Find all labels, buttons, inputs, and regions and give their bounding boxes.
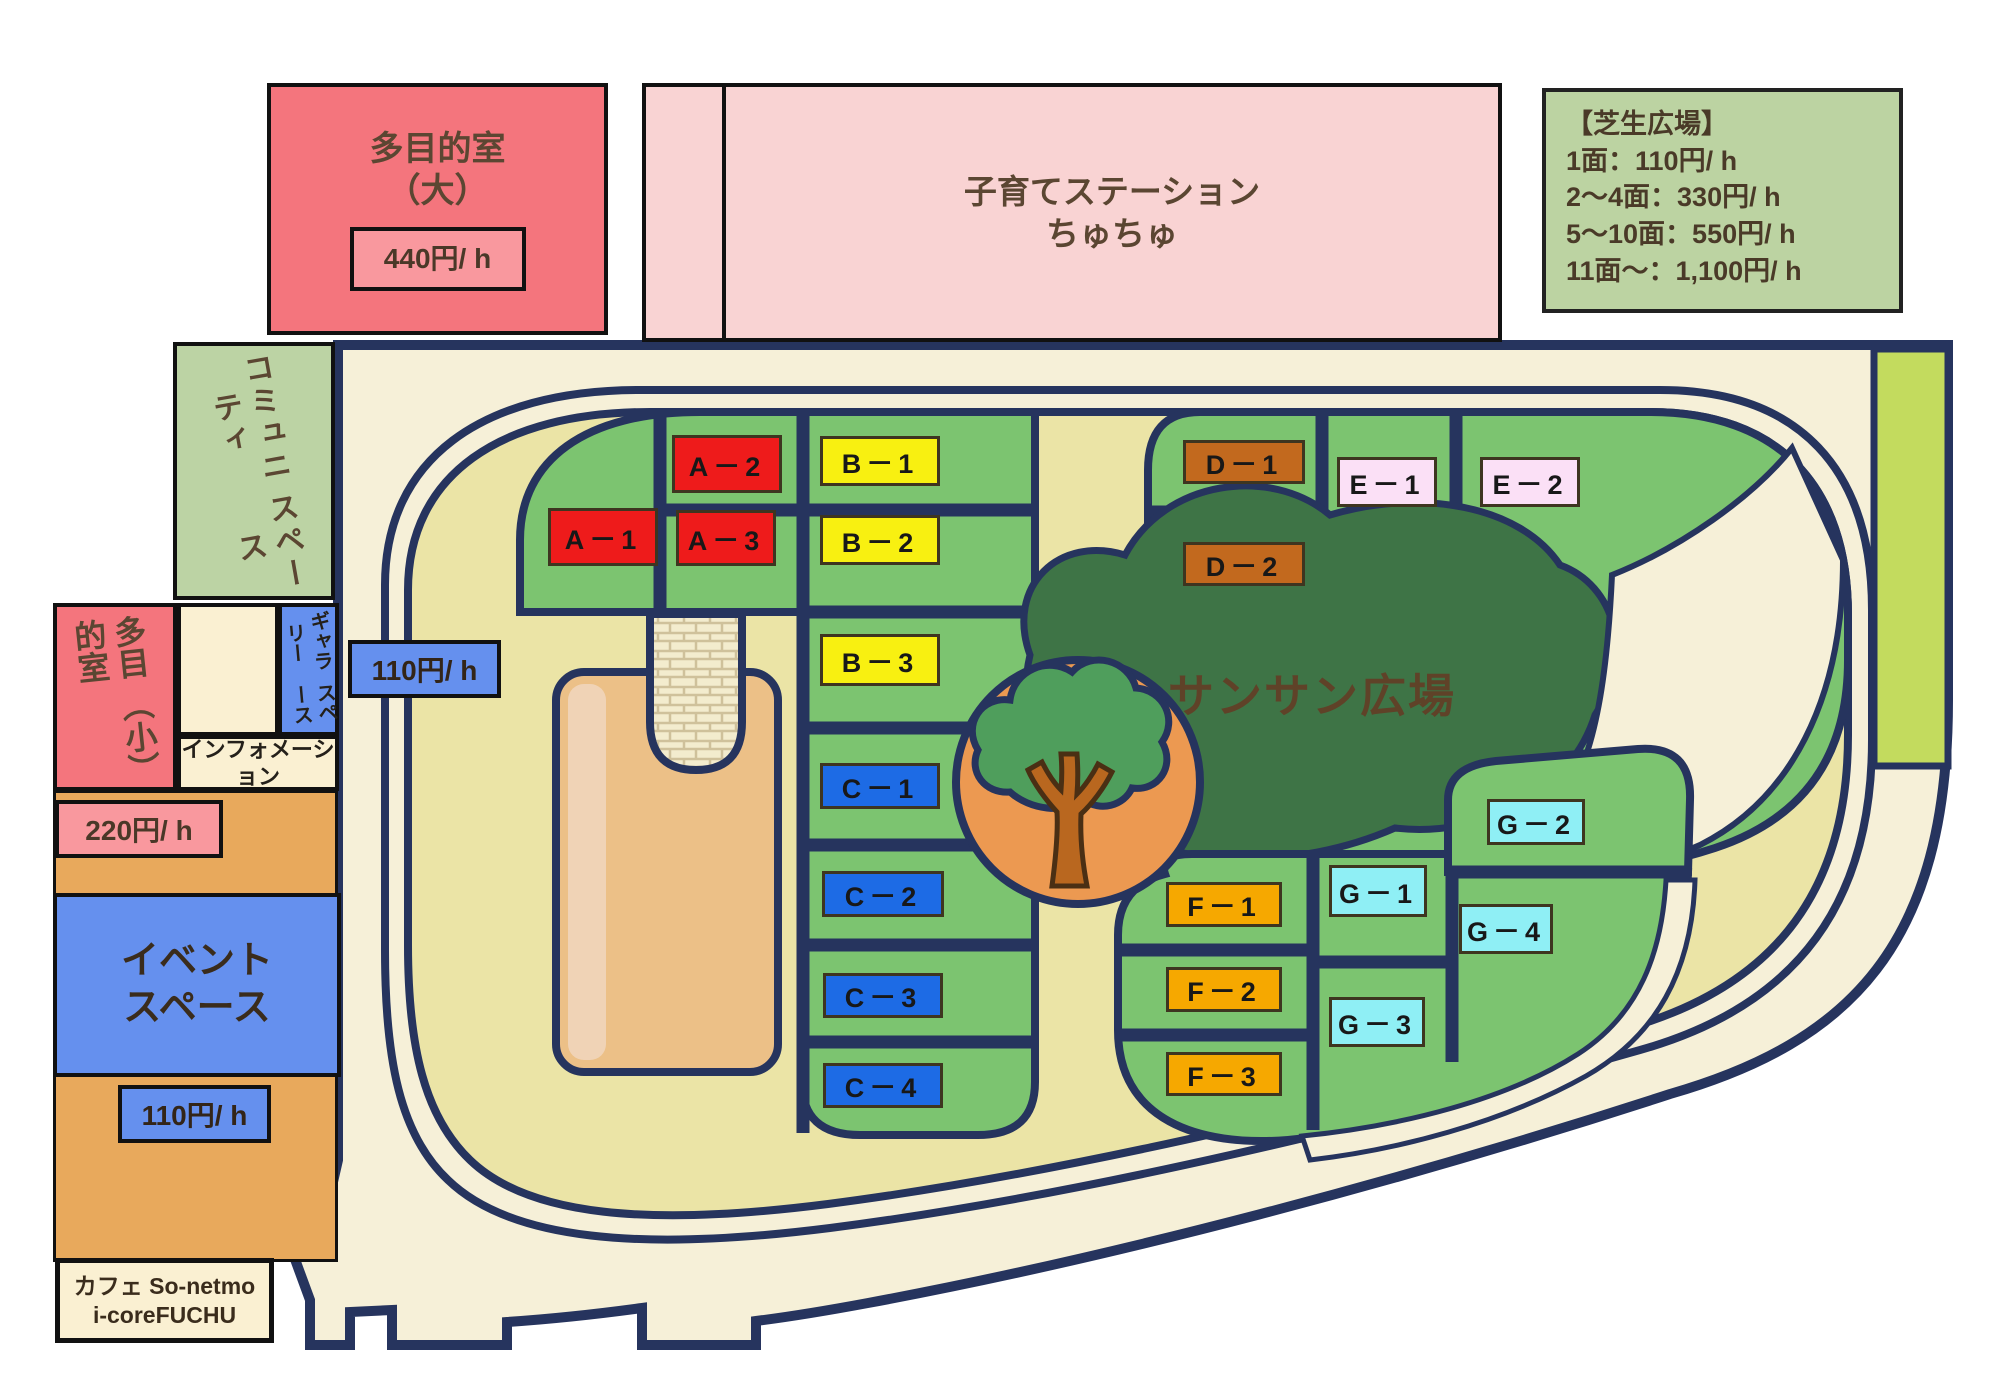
multi-small-price-tag: 220円/ h	[55, 800, 223, 858]
zone-label-g4: G－4	[1459, 904, 1553, 954]
zone-label-e2: E－2	[1480, 457, 1580, 507]
lawn-price-line: 11面〜：1,100円/ h	[1566, 255, 1802, 286]
information-counter: インフォメーション	[177, 735, 339, 791]
lawn-price-line: 1面：110円/ h	[1566, 145, 1738, 176]
zone-label-g1: G－1	[1329, 865, 1427, 917]
zone-label-c1: C－1	[820, 763, 940, 809]
community-space: コミュニティ スペース	[173, 342, 335, 600]
multi-purpose-room-small: 多目的室 （小）	[53, 603, 177, 791]
event-price-tag: 110円/ h	[118, 1085, 271, 1143]
event-space: イベント スペース	[53, 893, 341, 1077]
zone-label-c2: C－2	[822, 871, 944, 917]
hatched-path	[646, 610, 746, 775]
zone-label-c4: C－4	[823, 1063, 943, 1108]
side-lawn-strip	[1870, 345, 1952, 770]
lawn-pricing-title: 【芝生広場】	[1566, 109, 1728, 139]
zone-label-b2: B－2	[820, 515, 940, 565]
zone-label-a3: A－3	[676, 510, 776, 566]
zone-label-a1: A－1	[548, 508, 658, 566]
entry-hall-room	[177, 603, 279, 736]
zone-label-e1: E－1	[1337, 457, 1437, 507]
zone-label-a2: A－2	[672, 435, 782, 493]
tree-canopy-icon	[968, 656, 1173, 812]
multi-purpose-room-large: 多目的室 （大） 440円/ h	[267, 83, 608, 335]
zone-divider-lines-fg	[1118, 856, 1688, 1130]
lawn-price-line: 2〜4面：330円/ h	[1566, 182, 1781, 213]
gallery-space: ギャラリー スペース	[278, 603, 339, 736]
zone-label-g2: G－2	[1487, 799, 1585, 845]
zone-label-d2: D－2	[1183, 542, 1305, 586]
cafe-box: カフェ So-netmo i-coreFUCHU	[55, 1258, 274, 1343]
room-name: 多目的室 （大）	[369, 129, 506, 211]
zone-label-g3: G－3	[1329, 997, 1425, 1047]
kosodate-station: 子育てステーション ちゅちゅ	[642, 83, 1502, 342]
zone-label-c3: C－3	[823, 973, 943, 1018]
zone-label-f1: F－1	[1166, 882, 1282, 927]
walkway-band	[1298, 877, 1698, 1163]
sunsun-plaza-label: サンサン広場	[1168, 670, 1456, 722]
kosodate-divider	[722, 87, 726, 338]
zone-label-d1: D－1	[1183, 440, 1305, 484]
zone-label-b3: B－3	[820, 634, 940, 686]
building-highlight	[568, 684, 606, 1060]
zone-label-f3: F－3	[1166, 1052, 1282, 1096]
multi-large-price-tag: 440円/ h	[349, 226, 526, 291]
lawn-plaza-pricing: 【芝生広場】 1面：110円/ h 2〜4面：330円/ h 5〜10面：550…	[1542, 88, 1903, 313]
tree-trunk-icon	[1024, 751, 1116, 889]
gallery-price-tag: 110円/ h	[348, 640, 501, 698]
lawn-price-line: 5〜10面：550円/ h	[1566, 219, 1796, 250]
zone-label-f2: F－2	[1166, 967, 1282, 1012]
zone-label-b1: B－1	[820, 436, 940, 486]
